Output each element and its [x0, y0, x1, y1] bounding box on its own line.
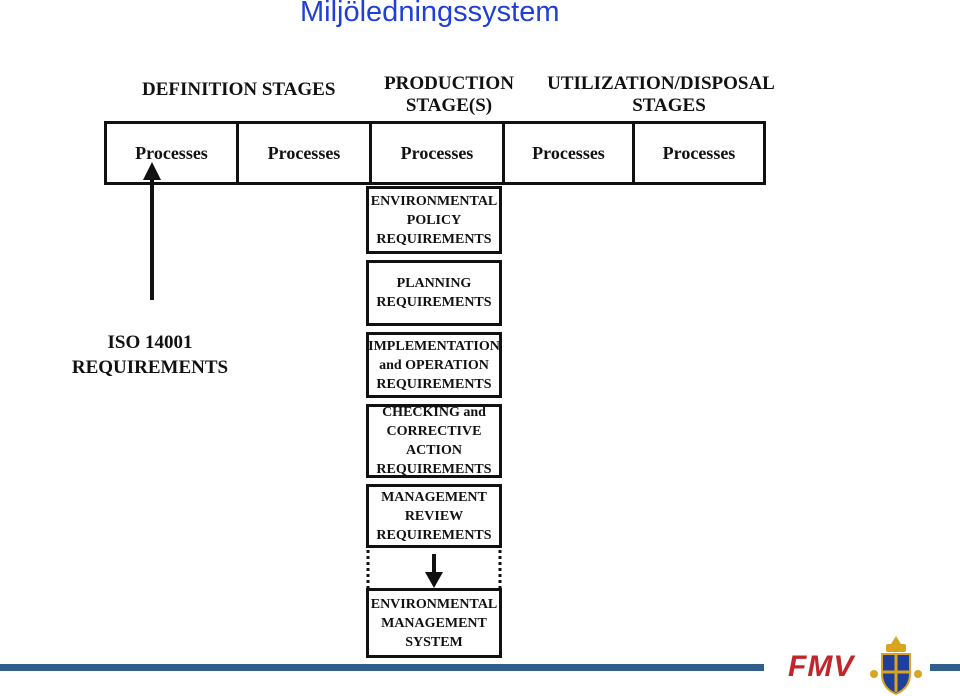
- planning-box: PLANNING REQUIREMENTS: [366, 260, 502, 326]
- process-cell: Processes: [662, 142, 736, 163]
- production-stage-header: PRODUCTION STAGE(S): [376, 73, 522, 117]
- connector-lines: [366, 550, 502, 590]
- management-review-box: MANAGEMENT REVIEW REQUIREMENTS: [366, 484, 502, 548]
- crest-icon: [870, 636, 922, 696]
- definition-stages-header: DEFINITION STAGES: [142, 79, 336, 100]
- page-title: Miljöledningssystem: [300, 0, 560, 28]
- utilization-header-line2: STAGES: [632, 95, 706, 116]
- processes-row: Processes Processes Processes Processes …: [104, 121, 766, 185]
- environmental-management-system-box: ENVIRONMENTAL MANAGEMENT SYSTEM: [366, 588, 502, 658]
- process-cell: Processes: [239, 124, 372, 182]
- utilization-stage-header: UTILIZATION/DISPOSAL STAGES: [534, 73, 788, 117]
- utilization-header-line1: UTILIZATION/DISPOSAL: [547, 73, 775, 94]
- down-arrow-icon: [425, 572, 443, 588]
- iso-14001-label: ISO 14001 REQUIREMENTS: [71, 332, 229, 378]
- production-header-line2: STAGE(S): [405, 95, 493, 116]
- implementation-operation-box: IMPLEMENTATION and OPERATION REQUIREMENT…: [366, 332, 502, 398]
- footer-line-right: [930, 664, 960, 671]
- production-header-line1: PRODUCTION: [384, 73, 514, 94]
- process-cell: Processes: [505, 124, 635, 182]
- footer-line: [0, 664, 764, 671]
- fmv-logo-text: FMV: [788, 650, 855, 683]
- environmental-policy-box: ENVIRONMENTAL POLICY REQUIREMENTS: [366, 186, 502, 254]
- upward-arrow: [143, 162, 161, 300]
- process-cell: Processes: [372, 124, 505, 182]
- process-cell: Processes: [107, 124, 239, 182]
- checking-corrective-action-box: CHECKING and CORRECTIVE ACTION REQUIREME…: [366, 404, 502, 478]
